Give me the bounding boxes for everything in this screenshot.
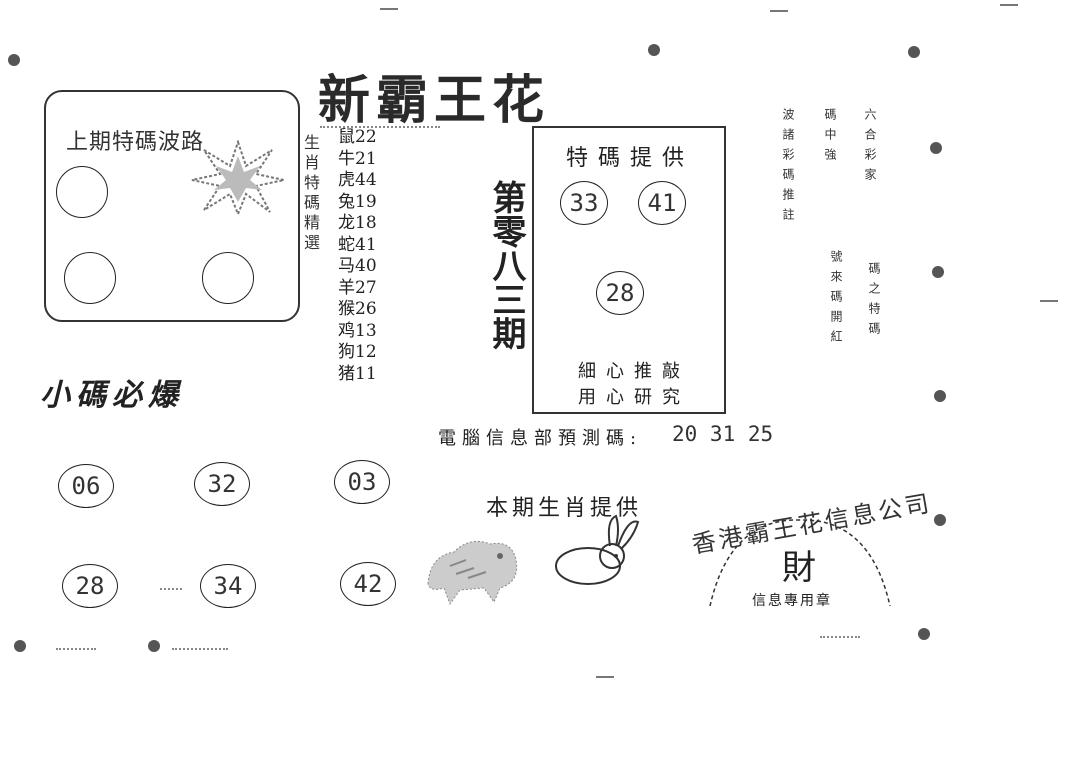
zodiac-item: 猴26 — [338, 299, 377, 319]
period-label: 第零八三期 — [486, 180, 526, 350]
starburst-icon — [191, 140, 285, 216]
dotted-rule — [56, 648, 96, 650]
prediction-value: 20 31 25 — [672, 422, 774, 446]
speck — [770, 10, 788, 12]
tiger-icon — [427, 540, 518, 606]
flower-dot-icon — [934, 390, 946, 402]
zodiac-item: 牛21 — [338, 148, 377, 169]
small-number: 32 — [194, 462, 250, 506]
flower-dot-icon — [908, 46, 920, 58]
dotted-rule — [160, 588, 182, 590]
zodiac-list: 鼠22 牛21 虎44 兔19 龙18 蛇41 马40 羊27 猴26 鸡13 … — [338, 127, 377, 385]
page-title: 新霸王花 — [318, 70, 551, 131]
small-number: 06 — [58, 464, 114, 508]
flower-dot-icon — [14, 640, 26, 652]
small-numbers-title: 小碼必爆 — [40, 378, 184, 413]
note-col-2: 碼中強 — [823, 108, 837, 168]
flower-dot-icon — [148, 640, 160, 652]
flower-dot-icon — [8, 54, 20, 66]
small-number: 34 — [200, 564, 256, 608]
note-col-3: 號來碼開紅 — [829, 250, 843, 350]
zodiac-item: 狗12 — [338, 342, 377, 362]
flower-dot-icon — [930, 142, 942, 154]
zodiac-item: 兔19 — [338, 191, 377, 212]
seal-sub: 信息專用章 — [752, 593, 832, 609]
note-col-5: 碼之特碼 — [867, 262, 881, 342]
small-number: 28 — [62, 564, 118, 608]
zodiac-item: 虎44 — [338, 170, 377, 190]
dotted-rule — [820, 636, 860, 638]
zodiac-label: 生肖特碼精選 — [301, 134, 320, 254]
empty-ring-1 — [56, 166, 108, 218]
dotted-rule — [172, 648, 228, 650]
last-period-box — [44, 90, 300, 322]
zodiac-item: 鼠22 — [338, 127, 377, 147]
special-box-title: 特碼提供 — [566, 146, 695, 171]
rabbit-icon — [555, 514, 640, 585]
company-seal — [709, 519, 891, 607]
seal-center: 財 — [782, 548, 816, 588]
flower-dot-icon — [934, 514, 946, 526]
note-col-4: 六合彩家 — [863, 108, 877, 188]
special-box-footer-2: 用心研究 — [578, 387, 690, 408]
zodiac-item: 羊27 — [338, 277, 377, 298]
zodiac-item: 马40 — [338, 256, 377, 276]
speck — [380, 8, 398, 10]
empty-ring-3 — [202, 252, 254, 304]
zodiac-item: 蛇41 — [338, 234, 377, 255]
zodiac-item: 猪11 — [338, 363, 377, 384]
special-box-footer-1: 細心推敲 — [578, 361, 690, 382]
special-number: 28 — [596, 271, 644, 315]
small-number: 03 — [334, 460, 390, 504]
special-number: 41 — [638, 181, 686, 225]
flower-dot-icon — [932, 266, 944, 278]
flower-dot-icon — [918, 628, 930, 640]
speck — [1040, 300, 1058, 302]
small-number: 42 — [340, 562, 396, 606]
speck — [596, 676, 614, 678]
special-number-box — [532, 126, 726, 414]
last-period-title: 上期特碼波路 — [66, 130, 205, 155]
flower-dot-icon — [648, 44, 660, 56]
prediction-label: 電腦信息部預測碼: — [438, 428, 643, 449]
speck — [1000, 4, 1018, 6]
empty-ring-2 — [64, 252, 116, 304]
zodiac-item: 鸡13 — [338, 320, 377, 341]
special-number: 33 — [560, 181, 608, 225]
dotted-rule — [320, 126, 440, 128]
zodiac-item: 龙18 — [338, 213, 377, 233]
note-col-1: 波諸彩碼推註 — [781, 108, 795, 228]
zodiac-provide-title: 本期生肖提供 — [486, 496, 643, 521]
